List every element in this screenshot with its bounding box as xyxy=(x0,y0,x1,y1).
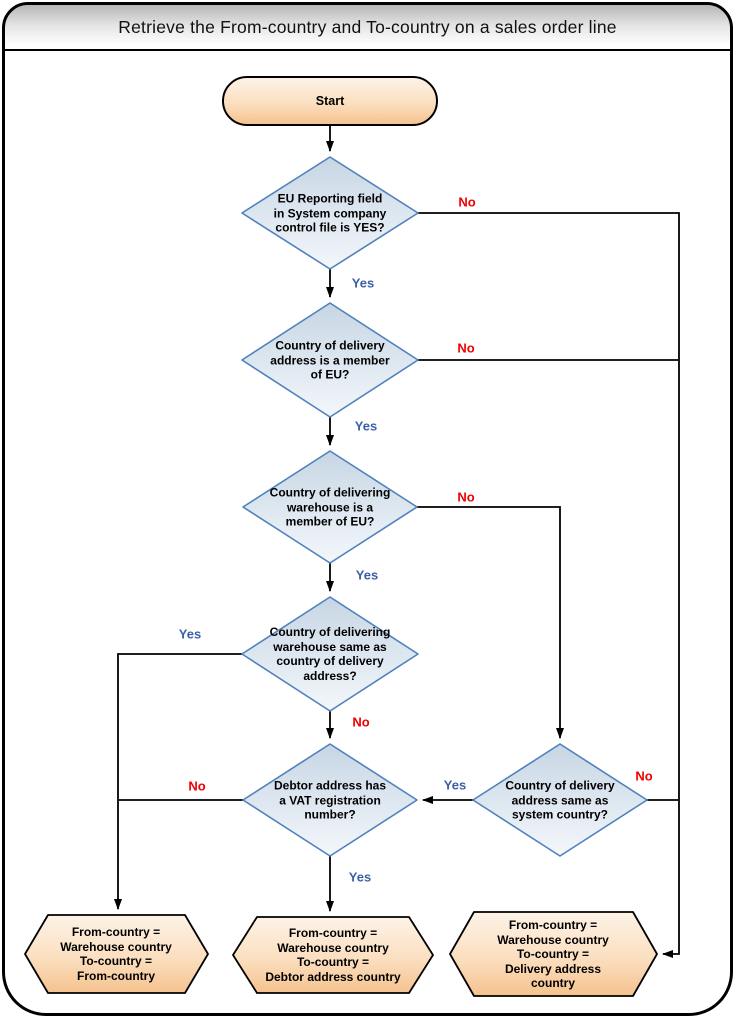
label-delivery-system-yes: Yes xyxy=(443,777,467,793)
label-vat-number-no: No xyxy=(188,778,206,794)
decision-eu-reporting-shape xyxy=(241,156,419,270)
start-node-label: Start xyxy=(315,93,345,108)
label-warehouse-same-yes: Yes xyxy=(178,626,202,642)
label-warehouse-same-no: No xyxy=(352,714,370,730)
output-middle-shape xyxy=(232,916,434,994)
label-warehouse-eu-no: No xyxy=(457,489,475,505)
label-eu-reporting-no: No xyxy=(458,194,476,210)
label-delivery-system-no: No xyxy=(635,768,653,784)
decision-delivery-eu-text: Country of delivery address is a member … xyxy=(270,338,390,382)
decision-delivery-system-text: Country of delivery address same as syst… xyxy=(505,778,615,822)
label-delivery-eu-yes: Yes xyxy=(354,418,378,434)
output-right-shape xyxy=(449,911,658,997)
decision-warehouse-same-text: Country of delivering warehouse same as … xyxy=(269,625,391,683)
label-vat-number-yes: Yes xyxy=(348,869,372,885)
decision-delivery-system-shape xyxy=(472,743,648,857)
decision-delivery-eu-shape xyxy=(241,302,419,418)
decision-eu-reporting-text: EU Reporting field in System company con… xyxy=(273,191,387,235)
label-warehouse-eu-yes: Yes xyxy=(355,567,379,583)
title-bar: Retrieve the From-country and To-country… xyxy=(5,5,730,51)
label-delivery-eu-no: No xyxy=(457,340,475,356)
decision-warehouse-eu-shape xyxy=(242,450,418,564)
output-left-shape xyxy=(24,914,209,994)
edge-warehouse-eu-no xyxy=(417,506,564,739)
decision-warehouse-eu-text: Country of delivering warehouse is a mem… xyxy=(269,485,391,529)
output-left-text: From-country = Warehouse country To-coun… xyxy=(60,925,172,983)
edge-eu-reporting-no xyxy=(418,212,680,958)
decision-vat-number-text: Debtor address has a VAT registration nu… xyxy=(273,778,387,822)
label-eu-reporting-yes: Yes xyxy=(351,275,375,291)
output-right-text: From-country = Warehouse country To-coun… xyxy=(497,917,609,990)
output-middle-text: From-country = Warehouse country To-coun… xyxy=(265,926,401,984)
page-title: Retrieve the From-country and To-country… xyxy=(118,16,617,37)
edge-warehouse-same-yes xyxy=(114,653,242,910)
start-node-shape xyxy=(222,76,438,126)
decision-warehouse-same-shape xyxy=(241,596,419,712)
decision-vat-number-shape xyxy=(242,743,418,857)
